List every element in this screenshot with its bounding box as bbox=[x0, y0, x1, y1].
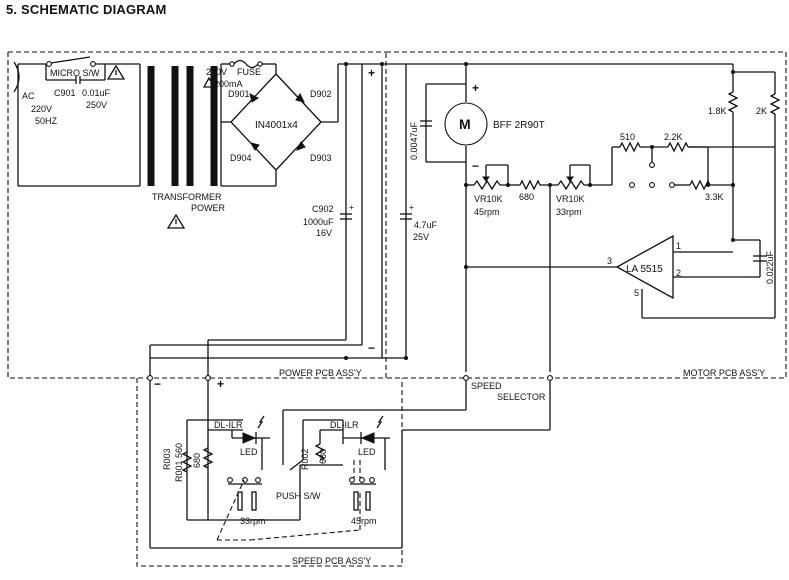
r003-r001-resistors bbox=[181, 447, 214, 473]
fuse-symbol bbox=[221, 59, 276, 69]
warning-icon bbox=[202, 76, 216, 88]
r510-label: 510 bbox=[620, 132, 635, 142]
vr1-label: VR10K bbox=[474, 194, 503, 204]
c902-value-label: 1000uF bbox=[303, 217, 334, 227]
speed-pcb-label: SPEED PCB ASS'Y bbox=[292, 556, 371, 566]
plus-sign: + bbox=[349, 202, 354, 212]
motor-pcb-label: MOTOR PCB ASS'Y bbox=[683, 368, 765, 378]
r003-label: R003 bbox=[162, 448, 172, 470]
c901-value-label: 0.01uF bbox=[82, 88, 111, 98]
vr1-rpm-label: 45rpm bbox=[474, 207, 500, 217]
ic-pin1-label: 1 bbox=[676, 241, 681, 251]
c901-label: C901 bbox=[54, 88, 76, 98]
motor-label: M bbox=[459, 116, 471, 132]
ac-plug-symbol bbox=[13, 61, 46, 186]
warning-icon bbox=[106, 64, 126, 80]
power-pcb-outline bbox=[7, 51, 387, 379]
led1-label: DL-ILR bbox=[214, 420, 243, 430]
bridge-rectifier bbox=[221, 64, 338, 187]
r18k-label: 1.8K bbox=[708, 106, 727, 116]
warning-icon bbox=[166, 213, 186, 229]
r001-label: R001 560 bbox=[174, 443, 184, 482]
power-pcb-label: POWER PCB ASS'Y bbox=[279, 368, 362, 378]
r2k-label: 2K bbox=[756, 106, 767, 116]
page-title: 5. SCHEMATIC DIAGRAM bbox=[6, 2, 167, 17]
ic-capacitor-label: 0.022uF bbox=[765, 250, 775, 284]
speed-trim-row bbox=[464, 164, 612, 372]
cap-4-7uf-voltage-label: 25V bbox=[413, 232, 429, 242]
selector-label: SELECTOR bbox=[497, 392, 546, 402]
ac-label: AC bbox=[22, 91, 35, 101]
ic-pin3-label: 3 bbox=[607, 256, 612, 266]
r22k-label: 2.2K bbox=[664, 132, 683, 142]
fuse-label: FUSE bbox=[237, 67, 261, 77]
bridge-label: IN4001x4 bbox=[255, 120, 298, 131]
ic-pin2-label: 2 bbox=[676, 268, 681, 278]
c902-label: C902 bbox=[312, 204, 334, 214]
cap-4-7uf-label: 4.7uF bbox=[414, 220, 438, 230]
cap-4-7uf bbox=[400, 213, 412, 220]
r002-value-label: 680 bbox=[318, 449, 328, 464]
motor-capacitor-label: 0.0047uF bbox=[409, 121, 419, 160]
plus-sign: + bbox=[472, 81, 479, 95]
d903-label: D903 bbox=[310, 153, 332, 163]
push-switch-label: PUSH S/W bbox=[276, 491, 321, 501]
c901-voltage-label: 250V bbox=[86, 100, 107, 110]
led-33rpm bbox=[231, 415, 270, 470]
transformer-symbol bbox=[147, 64, 222, 186]
fuse-voltage-label: 250V bbox=[206, 67, 227, 77]
push-switch bbox=[216, 460, 376, 541]
ac-frequency-label: 50HZ bbox=[35, 116, 58, 126]
ic-la5515 bbox=[464, 147, 776, 319]
led1-led-label: LED bbox=[240, 447, 258, 457]
vr2-label: VR10K bbox=[556, 194, 585, 204]
minus-sign: − bbox=[154, 377, 161, 391]
minus-sign: − bbox=[472, 159, 479, 173]
speed-pcb-wiring bbox=[147, 375, 553, 549]
d904-label: D904 bbox=[230, 153, 252, 163]
led2-led-label: LED bbox=[358, 447, 376, 457]
led-45rpm bbox=[343, 415, 390, 470]
micro-switch-label: MICRO S/W bbox=[50, 68, 100, 78]
r002-label: R002 bbox=[300, 448, 310, 470]
vr2-rpm-label: 33rpm bbox=[556, 207, 582, 217]
r001-value-label: 680 bbox=[192, 453, 202, 468]
speed-45rpm-label: 45rpm bbox=[351, 516, 377, 526]
c902-capacitor bbox=[340, 213, 352, 220]
d902-label: D902 bbox=[310, 89, 332, 99]
ic-label: LA 5515 bbox=[626, 264, 663, 275]
motor-symbol bbox=[444, 102, 488, 146]
r002-resistor bbox=[314, 420, 344, 461]
led2-label: DL-ILR bbox=[330, 420, 359, 430]
plus-sign: + bbox=[368, 66, 375, 80]
transformer-power-label: POWER bbox=[191, 203, 226, 213]
minus-sign: − bbox=[368, 341, 375, 355]
transformer-label: TRANSFORMER bbox=[152, 192, 222, 202]
voltage-divider bbox=[688, 64, 781, 240]
plus-sign: + bbox=[217, 377, 224, 391]
plus-sign: + bbox=[409, 202, 414, 212]
ic-pin5-label: 5 bbox=[634, 288, 639, 298]
speed-selector-label: SPEED bbox=[471, 381, 502, 391]
ac-voltage-label: 220V bbox=[31, 104, 52, 114]
resistor-network bbox=[611, 141, 733, 191]
r33k-label: 3.3K bbox=[705, 192, 724, 202]
d901-label: D901 bbox=[228, 89, 250, 99]
micro-switch bbox=[45, 56, 140, 84]
motor-pcb-outline bbox=[386, 51, 787, 379]
r680-label: 680 bbox=[519, 192, 534, 202]
power-rails bbox=[149, 63, 733, 548]
fuse-current-label: 200mA bbox=[214, 79, 243, 89]
c902-voltage-label: 16V bbox=[316, 228, 332, 238]
motor-name-label: BFF 2R90T bbox=[493, 120, 545, 131]
speed-33rpm-label: 33rpm bbox=[240, 516, 266, 526]
